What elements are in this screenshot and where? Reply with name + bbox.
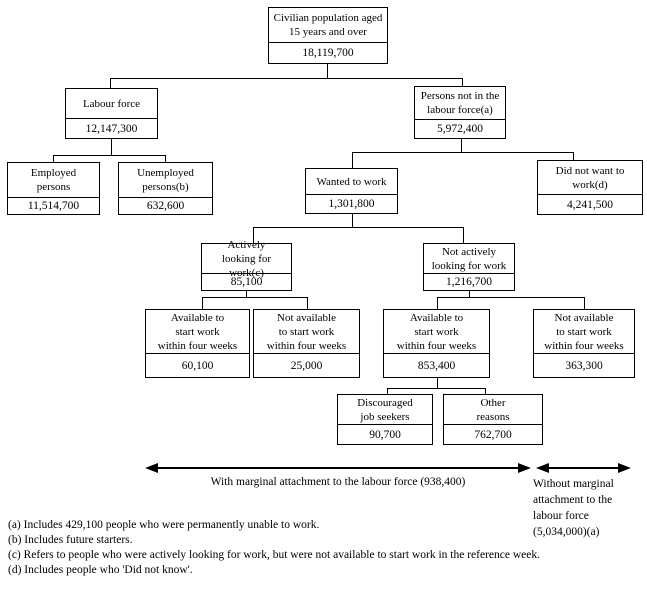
node-value: 11,514,700 — [8, 197, 99, 214]
node-discouraged-job-seekers: Discouraged job seekers 90,700 — [337, 394, 433, 445]
connector — [352, 214, 353, 227]
node-label: Actively looking for work(c) — [221, 238, 272, 279]
left-arrowhead-icon — [145, 463, 158, 473]
connector — [437, 297, 585, 298]
node-value: 632,600 — [119, 197, 212, 214]
node-value: 12,147,300 — [66, 118, 157, 138]
footnote-c: (c) Refers to people who were actively l… — [8, 549, 540, 561]
node-not-available-four-weeks-active: Not available to start work within four … — [253, 309, 360, 378]
footnote-d: (d) Includes people who 'Did not know'. — [8, 564, 193, 576]
connector — [307, 297, 308, 309]
connector — [110, 78, 463, 79]
node-label: Available to start work within four week… — [396, 311, 477, 352]
node-value: 18,119,700 — [269, 42, 387, 63]
connector — [463, 227, 464, 243]
node-unemployed-persons: Unemployed persons(b) 632,600 — [118, 162, 213, 215]
right-arrowhead-icon — [518, 463, 531, 473]
connector — [387, 388, 388, 394]
node-other-reasons: Other reasons 762,700 — [443, 394, 543, 445]
connector — [469, 291, 470, 297]
connector — [202, 297, 308, 298]
node-value: 5,972,400 — [415, 119, 505, 138]
right-arrowhead-icon — [618, 463, 631, 473]
node-not-in-labour-force: Persons not in the labour force(a) 5,972… — [414, 86, 506, 139]
node-available-four-weeks-inactive: Available to start work within four week… — [383, 309, 490, 378]
node-not-available-four-weeks-inactive: Not available to start work within four … — [533, 309, 635, 378]
footnotes: (a) Includes 429,100 people who were per… — [8, 518, 540, 578]
node-value: 90,700 — [338, 424, 432, 444]
node-label: Available to start work within four week… — [157, 311, 238, 352]
node-value: 1,301,800 — [306, 194, 397, 213]
node-value: 853,400 — [384, 353, 489, 377]
node-label: Did not want to work(d) — [555, 164, 625, 191]
connector — [253, 227, 254, 243]
connector — [461, 139, 462, 152]
without-marginal-attachment-caption: Without marginal attachment to the labou… — [533, 478, 614, 538]
node-value: 762,700 — [444, 424, 542, 444]
connector — [111, 139, 112, 155]
node-actively-looking: Actively looking for work(c) 85,100 — [201, 238, 292, 291]
node-value: 25,000 — [254, 353, 359, 377]
node-label: Not available to start work within four … — [544, 311, 624, 352]
connector — [387, 388, 486, 389]
node-label: Unemployed persons(b) — [137, 167, 194, 193]
node-value: 60,100 — [146, 353, 249, 377]
connector — [327, 64, 328, 78]
node-civilian-population: Civilian population aged 15 years and ov… — [268, 7, 388, 64]
node-available-four-weeks-active: Available to start work within four week… — [145, 309, 250, 378]
node-wanted-to-work: Wanted to work 1,301,800 — [305, 168, 398, 214]
node-value: 1,216,700 — [424, 273, 514, 290]
arrow-shaft — [545, 467, 622, 469]
node-value: 4,241,500 — [538, 194, 642, 214]
connector — [462, 78, 463, 86]
connector — [253, 227, 464, 228]
left-arrowhead-icon — [536, 463, 549, 473]
node-label: Not actively looking for work — [431, 245, 507, 272]
node-label: Labour force — [82, 97, 141, 110]
without-marginal-attachment-arrow — [536, 462, 631, 474]
node-label: Discouraged job seekers — [357, 396, 413, 423]
connector — [202, 297, 203, 309]
connector — [485, 388, 486, 394]
node-employed-persons: Employed persons 11,514,700 — [7, 162, 100, 215]
connector — [437, 378, 438, 388]
with-marginal-attachment-caption: With marginal attachment to the labour f… — [210, 476, 466, 488]
connector — [53, 155, 166, 156]
node-value: 363,300 — [534, 353, 634, 377]
node-label: Employed persons — [30, 167, 77, 193]
with-marginal-attachment-arrow — [145, 462, 531, 474]
node-value: 85,100 — [202, 273, 291, 290]
connector — [573, 152, 574, 160]
connector — [352, 152, 353, 168]
connector — [352, 152, 574, 153]
node-labour-force: Labour force 12,147,300 — [65, 88, 158, 139]
connector — [437, 297, 438, 309]
node-did-not-want-to-work: Did not want to work(d) 4,241,500 — [537, 160, 643, 215]
node-label: Wanted to work — [316, 175, 387, 188]
node-not-actively-looking: Not actively looking for work 1,216,700 — [423, 243, 515, 291]
node-label: Civilian population aged 15 years and ov… — [273, 12, 383, 38]
connector — [165, 155, 166, 162]
connector — [53, 155, 54, 162]
node-label: Not available to start work within four … — [266, 311, 347, 352]
node-label: Persons not in the labour force(a) — [420, 90, 500, 116]
arrow-shaft — [154, 467, 522, 469]
connector — [246, 291, 247, 297]
footnote-a: (a) Includes 429,100 people who were per… — [8, 519, 320, 531]
connector — [110, 78, 111, 88]
node-label: Other reasons — [476, 396, 510, 423]
footnote-b: (b) Includes future starters. — [8, 534, 133, 546]
connector — [584, 297, 585, 309]
